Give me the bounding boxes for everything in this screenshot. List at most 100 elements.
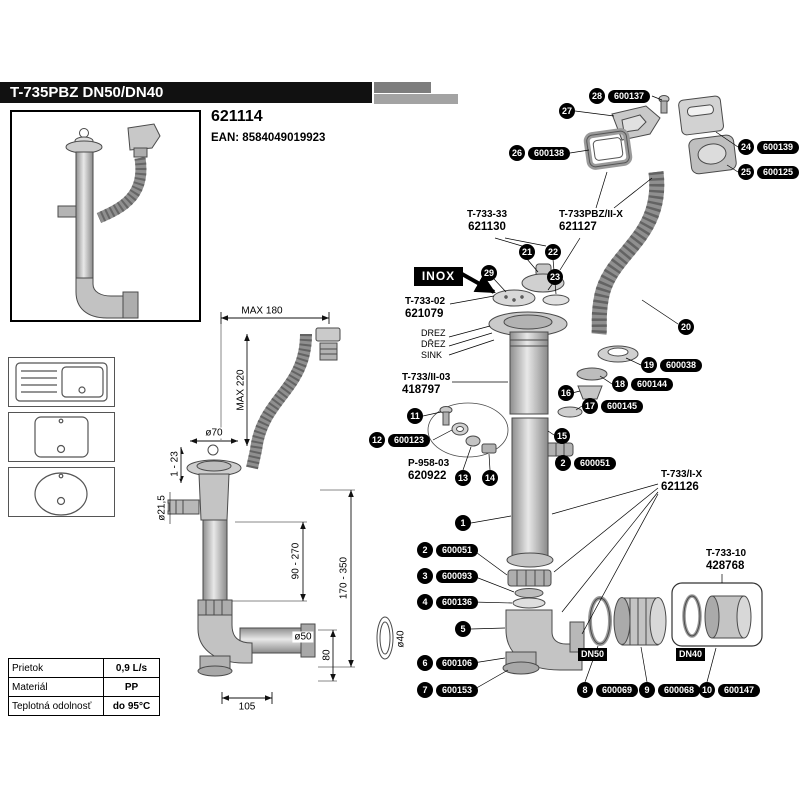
spec-row: Teplotná odolnosť do 95°C <box>8 696 160 716</box>
dn-badge-dn40: DN40 <box>676 648 706 661</box>
callout-23: 23 <box>547 269 563 285</box>
decor-block-1 <box>374 82 431 93</box>
spec-value: PP <box>103 677 160 697</box>
callout-number: 1 <box>455 515 471 531</box>
part-order-number: 428768 <box>706 560 745 572</box>
part-order-number: 620922 <box>408 470 447 482</box>
product-image-frame <box>10 110 201 322</box>
part-code-badge: 600125 <box>757 165 800 179</box>
callout-number: 3 <box>417 568 433 584</box>
callout-number: 8 <box>577 682 593 698</box>
part-code-badge: 600038 <box>660 358 703 372</box>
dimension-label: MAX 220 <box>235 367 247 413</box>
part-order-number: 621127 <box>559 221 597 233</box>
callout-number: 2 <box>555 455 571 471</box>
exploded-view <box>427 95 763 675</box>
part-code-badge: 600136 <box>436 595 479 609</box>
product-ean: EAN: 8584049019923 <box>211 132 326 144</box>
callout-number: 29 <box>481 265 497 281</box>
part-code-badge: 600137 <box>608 89 651 103</box>
callout-number: 27 <box>559 103 575 119</box>
part-type-code: P-958-03 <box>408 458 450 469</box>
callout-1: 1 <box>455 515 471 531</box>
callout-number: 12 <box>369 432 385 448</box>
callout-number: 20 <box>678 319 694 335</box>
callout-14: 14 <box>482 470 498 486</box>
part-code-badge: 600144 <box>631 377 674 391</box>
sink-word: SINK <box>421 350 443 360</box>
sink-word: DŘEZ <box>421 339 446 349</box>
callout-13: 13 <box>455 470 471 486</box>
part-code-badge: 600139 <box>757 140 800 154</box>
callout-number: 10 <box>699 682 715 698</box>
part-code-badge: 600153 <box>436 683 479 697</box>
product-photo-drawing <box>57 123 161 319</box>
spec-table: Prietok 0,9 L/s Materiál PP Teplotná odo… <box>8 658 160 716</box>
callout-number: 24 <box>738 139 754 155</box>
part-code-badge: 600106 <box>436 656 479 670</box>
spec-row: Materiál PP <box>8 677 160 697</box>
dimension-label: MAX 180 <box>239 305 285 317</box>
part-order-number: 621130 <box>468 221 506 233</box>
dimension-label: ø70 <box>203 427 225 439</box>
callout-number: 9 <box>639 682 655 698</box>
part-code-badge: 600138 <box>528 146 571 160</box>
dimension-label: 90 - 270 <box>290 540 302 582</box>
part-order-number: 621126 <box>661 481 699 493</box>
callout-21: 21 <box>519 244 535 260</box>
callout-number: 14 <box>482 470 498 486</box>
product-title: T-735PBZ DN50/DN40 <box>10 84 164 101</box>
part-order-number: 621079 <box>405 308 444 320</box>
dimension-label: 105 <box>236 701 258 713</box>
part-type-code: T-733/II-03 <box>402 372 451 383</box>
dimension-label: 1 - 23 <box>169 449 181 479</box>
callout-number: 17 <box>582 398 598 414</box>
inox-badge: INOX <box>414 267 463 286</box>
part-code-badge: 600123 <box>388 433 431 447</box>
part-type-code: T-733-02 <box>405 296 446 307</box>
part-type-code: T-733-10 <box>706 548 747 559</box>
part-code-badge: 600051 <box>574 456 617 470</box>
dimension-label: ø50 <box>292 631 314 643</box>
callout-number: 7 <box>417 682 433 698</box>
title-bar: T-735PBZ DN50/DN40 <box>0 82 372 103</box>
part-code-badge: 600145 <box>601 399 644 413</box>
callout-number: 5 <box>455 621 471 637</box>
product-code: 621114 <box>211 108 263 125</box>
callout-number: 18 <box>612 376 628 392</box>
spec-label: Teplotná odolnosť <box>8 696 104 716</box>
callout-number: 19 <box>641 357 657 373</box>
part-code-badge: 600147 <box>718 683 761 697</box>
callout-number: 15 <box>554 428 570 444</box>
dimension-label: 170 - 350 <box>338 554 350 602</box>
callout-number: 21 <box>519 244 535 260</box>
callout-number: 23 <box>547 269 563 285</box>
callout-15: 15 <box>554 428 570 444</box>
callout-11: 11 <box>407 408 423 424</box>
dn-badge-dn50: DN50 <box>578 648 608 661</box>
sink-option-box-square <box>8 412 115 462</box>
leader-lines <box>422 95 739 691</box>
dimension-label: 80 <box>321 647 333 663</box>
callout-27: 27 <box>559 103 575 119</box>
dimension-label: ø40 <box>395 628 407 650</box>
callout-22: 22 <box>545 244 561 260</box>
